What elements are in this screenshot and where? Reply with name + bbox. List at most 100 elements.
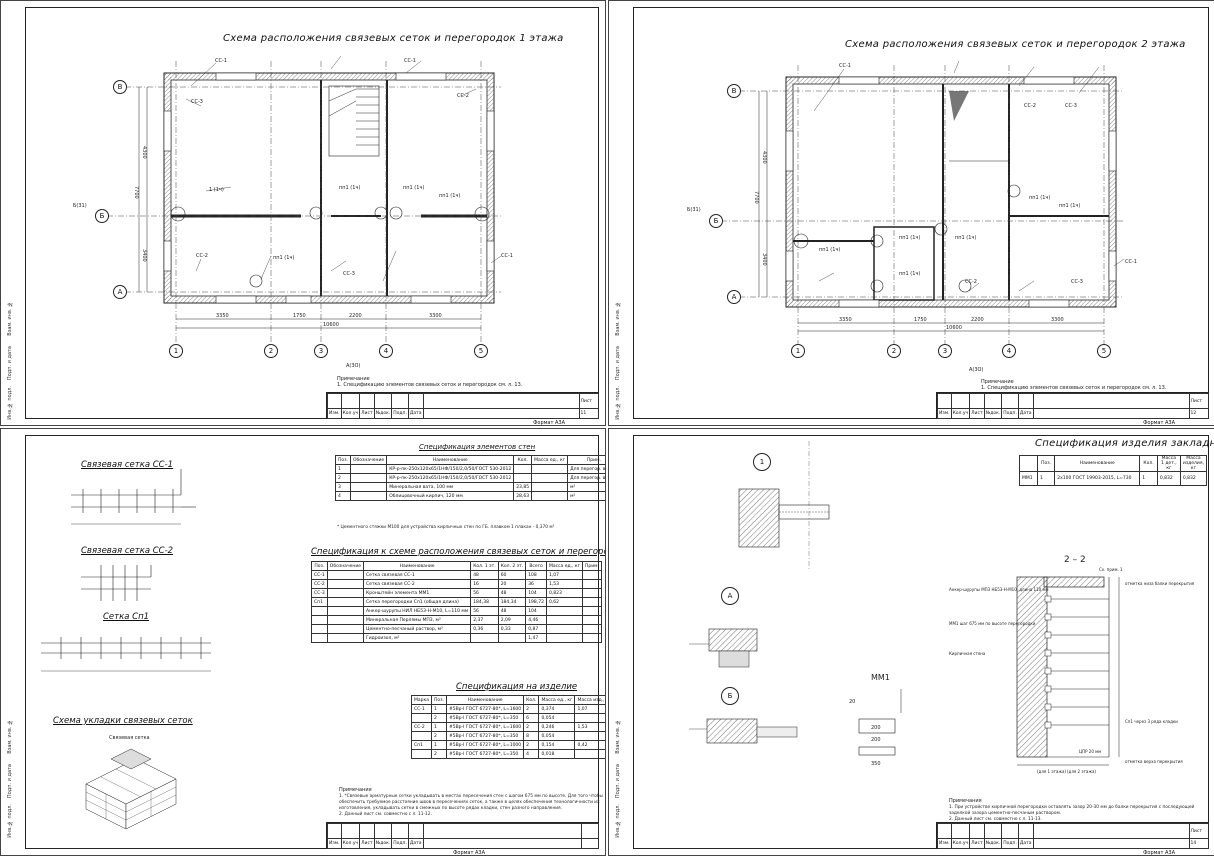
note-text: 1. Спецификацию элементов связевых сеток…: [981, 385, 1167, 391]
table-header: Поз.: [430, 695, 447, 705]
stamp-cell: Дата: [407, 838, 424, 849]
stamp-cell: №док.: [373, 838, 393, 849]
partition-tag: пп1 (1ч): [1029, 195, 1051, 201]
note-text: 1. Спецификацию элементов связевых сеток…: [337, 382, 523, 388]
axis-marker: 1: [791, 344, 805, 358]
sheet-format: Формат А3А: [1143, 420, 1175, 426]
table-header: Масса ед., кг: [538, 695, 576, 705]
mesh-tag: СС-3: [1065, 103, 1077, 109]
callout: (для 2 этажа): [1067, 769, 1096, 774]
stamp-cell: Изм.: [327, 408, 342, 419]
note-text: 2. Данный лист см. совместно с л. 11-13.: [949, 817, 1042, 822]
sheet-number: 11: [578, 408, 600, 419]
dimension: 3300: [429, 313, 442, 319]
section-cut: Б(31): [73, 203, 87, 209]
mesh-tag: СС-2: [457, 93, 469, 99]
axis-marker: 4: [379, 344, 393, 358]
note-heading: Примечание: [981, 379, 1014, 385]
spec-title: Спецификация изделия закладного ММ1: [1035, 438, 1214, 449]
dimension: 1750: [914, 317, 927, 323]
callout: отметка низа балки перекрытия: [1125, 581, 1195, 586]
note-text: 1. *Связевые арматурные сетки укладывать…: [339, 794, 603, 799]
node-marker: 1: [753, 453, 771, 471]
table-header: Марка: [411, 695, 432, 705]
table-title: Спецификация элементов стен: [419, 443, 536, 451]
stamp-cell: №док.: [373, 408, 393, 419]
axis-marker: 5: [1097, 344, 1111, 358]
table-header: Кол.: [513, 455, 533, 465]
sheet-number: 12: [1188, 408, 1210, 419]
dimension: 20: [849, 699, 856, 705]
dimension: 200: [871, 725, 881, 731]
drawing-sheet-12: Взам. инв. № Подп. и дата Инв.№ подл. Сх…: [608, 0, 1214, 426]
table-header: Кол. 1 эт.: [470, 561, 499, 571]
callout: Кирпичная стена: [949, 651, 986, 656]
dimension: 3350: [839, 317, 852, 323]
sheet-frame: [633, 7, 1209, 419]
table-header: Обозначение: [349, 455, 388, 465]
sheet-format: Формат А3А: [1143, 850, 1175, 856]
sheet-format: Формат А3А: [533, 420, 565, 426]
axis-marker: В: [727, 84, 741, 98]
dimension-total: 10600: [323, 322, 339, 328]
note-text: заделкой зазора цементно-песчаным раство…: [949, 811, 1062, 816]
table-header: Поз.: [1037, 455, 1056, 472]
dimension: 1750: [293, 313, 306, 319]
callout: Анкер-шурупы МП3 НБ53-Н-М10, длина 110 м…: [949, 587, 1049, 592]
callout: ЦПР 20 мм: [1079, 749, 1102, 754]
dimension: 3400: [761, 253, 767, 266]
dimension: 2200: [971, 317, 984, 323]
mesh-tag: СС-1: [404, 58, 416, 64]
stamp-cell: Лист: [969, 408, 985, 419]
stamp-cell: Кол.уч: [950, 408, 971, 419]
table-header: Обозначение: [326, 561, 365, 571]
dimension: 4300: [761, 151, 767, 164]
drawing-sheet-11: Взам. инв. № Подп. и дата Инв.№ подл. Сх…: [0, 0, 606, 426]
note-heading: Примечания: [949, 798, 982, 804]
stamp-cell: Изм.: [327, 838, 342, 849]
partition-tag: пп1 (1ч): [1059, 203, 1081, 209]
table-header: Кол. 2 эт.: [497, 561, 527, 571]
section-cut: А(3О): [346, 363, 361, 369]
stamp-cell: Дата: [407, 408, 424, 419]
sheet-format: Формат А3А: [453, 850, 485, 856]
stamp-cell: Лист: [969, 838, 985, 849]
section-cut: Б(31): [687, 207, 701, 213]
mesh-tag: СС-2: [965, 279, 977, 285]
axis-marker: В: [113, 80, 127, 94]
mesh-tag: СС-1: [839, 63, 851, 69]
callout: Сх. прим. 1: [1099, 567, 1123, 572]
stamp-cell: Кол.уч: [950, 838, 971, 849]
note-heading: Примечания: [339, 787, 372, 793]
table-header: Масса ед., кг: [545, 561, 583, 571]
drawing-sheet-13: Взам. инв. № Подп. и дата Инв.№ подл. Св…: [0, 428, 606, 856]
dimension: 200: [871, 737, 881, 743]
callout: отметка верха перекрытия: [1125, 759, 1183, 764]
stamp-cell: №док.: [983, 838, 1003, 849]
partition-tag: пп1 (1ч): [339, 185, 361, 191]
stamp-cell: Дата: [1017, 838, 1034, 849]
sheet-number: 14: [1188, 838, 1210, 849]
mm1-details: [689, 441, 1120, 766]
stamp-cell: Кол.уч: [340, 408, 361, 419]
detail-title: Схема укладки связевых сеток: [53, 716, 193, 726]
plan-title: Схема расположения связевых сеток и пере…: [845, 39, 1186, 50]
table-header: Кол.: [523, 695, 540, 705]
table-title: Спецификация к схеме расположения связев…: [311, 547, 606, 557]
node-marker: А: [721, 587, 739, 605]
mesh-tag: СС-3: [191, 99, 203, 105]
